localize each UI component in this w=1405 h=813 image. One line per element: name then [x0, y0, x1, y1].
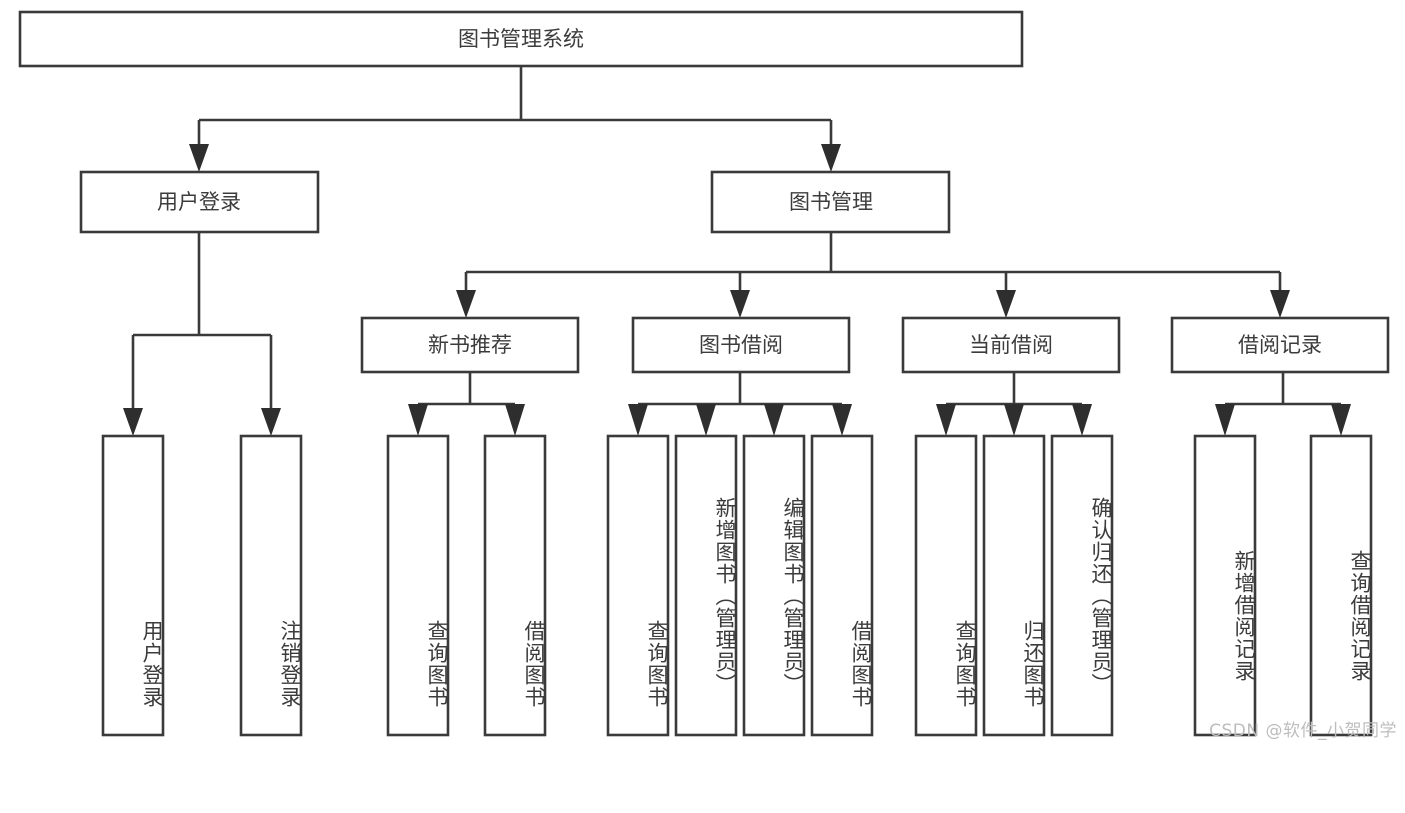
diagram-canvas: 图书管理系统 用户登录 图书管理 新书推荐 图书借阅 当前借阅 借阅记录	[18, 10, 1397, 741]
node-current-borrow[interactable]: 当前借阅	[901, 316, 1121, 374]
node-leaf-add-book-box[interactable]	[674, 434, 738, 737]
arrow-head-book-borrow-leaf-1	[628, 404, 648, 436]
node-leaf-logout[interactable]	[241, 436, 301, 735]
node-user-login-label: 用户登录	[157, 190, 241, 214]
node-leaf-query-record[interactable]	[1311, 436, 1371, 735]
node-leaf-logout-box[interactable]	[239, 434, 303, 737]
node-leaf-add-record-box[interactable]	[1193, 434, 1257, 737]
node-leaf-query-book-current-box[interactable]	[914, 434, 978, 737]
arrow-head-leaf-logout	[261, 408, 281, 436]
node-root-label: 图书管理系统	[458, 27, 584, 51]
csdn-watermark: CSDN @软件_小贺同学	[1209, 721, 1397, 741]
connector-new-book-to-leaves	[408, 372, 525, 436]
arrow-head-current-borrow-leaf-3	[1072, 404, 1092, 436]
node-leaf-user-login[interactable]	[103, 436, 163, 735]
arrow-head-user-login	[189, 144, 209, 172]
arrow-head-current-borrow-leaf-2	[1004, 404, 1024, 436]
node-root[interactable]: 图书管理系统	[18, 10, 1024, 68]
node-borrow-record-box[interactable]	[1170, 316, 1390, 374]
node-leaf-user-login-box[interactable]	[101, 434, 165, 737]
node-book-manage-box[interactable]	[710, 170, 951, 234]
node-current-borrow-label: 当前借阅	[969, 333, 1053, 357]
arrow-head-book-borrow-leaf-2	[696, 404, 716, 436]
node-leaf-confirm-return[interactable]	[1052, 436, 1112, 735]
arrow-head-borrow-record-leaf-1	[1215, 404, 1235, 436]
node-leaf-borrow-book[interactable]	[812, 436, 872, 735]
node-user-login[interactable]: 用户登录	[79, 170, 320, 234]
arrow-head-new-book-leaf-1	[408, 404, 428, 436]
arrow-head-new-book	[456, 290, 476, 318]
node-new-book-recommend-label: 新书推荐	[428, 333, 512, 357]
node-leaf-add-book[interactable]	[676, 436, 736, 735]
arrow-head-new-book-leaf-2	[505, 404, 525, 436]
arrow-head-book-manage	[821, 144, 841, 172]
node-leaf-query-book-borrow[interactable]	[608, 436, 668, 735]
node-leaf-query-book-recommend[interactable]	[388, 436, 448, 735]
connector-current-borrow-to-leaves	[936, 372, 1092, 436]
node-book-borrow-label: 图书借阅	[699, 333, 783, 357]
node-current-borrow-box[interactable]	[901, 316, 1121, 374]
arrow-head-borrow-record-leaf-2	[1331, 404, 1351, 436]
connector-borrow-record-to-leaves	[1215, 372, 1351, 436]
node-book-borrow[interactable]: 图书借阅	[631, 316, 851, 374]
connector-book-manage-to-level2	[456, 232, 1290, 318]
arrow-head-current-borrow-leaf-1	[936, 404, 956, 436]
node-book-manage-label: 图书管理	[789, 190, 873, 214]
node-book-borrow-box[interactable]	[631, 316, 851, 374]
node-borrow-record[interactable]: 借阅记录	[1170, 316, 1390, 374]
node-new-book-recommend[interactable]: 新书推荐	[360, 316, 580, 374]
node-leaf-borrow-book-recommend[interactable]	[485, 436, 545, 735]
node-leaf-query-book-borrow-box[interactable]	[606, 434, 670, 737]
node-book-manage[interactable]: 图书管理	[710, 170, 951, 234]
node-leaf-edit-book-box[interactable]	[742, 434, 806, 737]
node-leaf-query-record-box[interactable]	[1309, 434, 1373, 737]
node-leaf-edit-book[interactable]	[744, 436, 804, 735]
arrow-head-book-borrow	[730, 290, 750, 318]
arrow-head-book-borrow-leaf-4	[832, 404, 852, 436]
node-leaf-add-record[interactable]	[1195, 436, 1255, 735]
arrow-head-current-borrow	[996, 290, 1016, 318]
arrow-head-leaf-user-login	[123, 408, 143, 436]
node-leaf-confirm-return-box[interactable]	[1050, 434, 1114, 737]
node-leaf-return-book[interactable]	[984, 436, 1044, 735]
node-leaf-borrow-book-recommend-box[interactable]	[483, 434, 547, 737]
node-leaf-return-book-box[interactable]	[982, 434, 1046, 737]
node-leaf-query-book-recommend-box[interactable]	[386, 434, 450, 737]
connector-user-login-to-leaves	[123, 232, 281, 436]
arrow-head-borrow-record	[1270, 290, 1290, 318]
node-leaf-borrow-book-box[interactable]	[810, 434, 874, 737]
node-new-book-recommend-box[interactable]	[360, 316, 580, 374]
node-user-login-box[interactable]	[79, 170, 320, 234]
node-root-box[interactable]	[18, 10, 1024, 68]
connector-root-to-level1	[189, 66, 841, 172]
arrow-head-book-borrow-leaf-3	[764, 404, 784, 436]
connector-book-borrow-to-leaves	[628, 372, 852, 436]
node-borrow-record-label: 借阅记录	[1238, 333, 1322, 357]
node-leaf-query-book-current[interactable]	[916, 436, 976, 735]
